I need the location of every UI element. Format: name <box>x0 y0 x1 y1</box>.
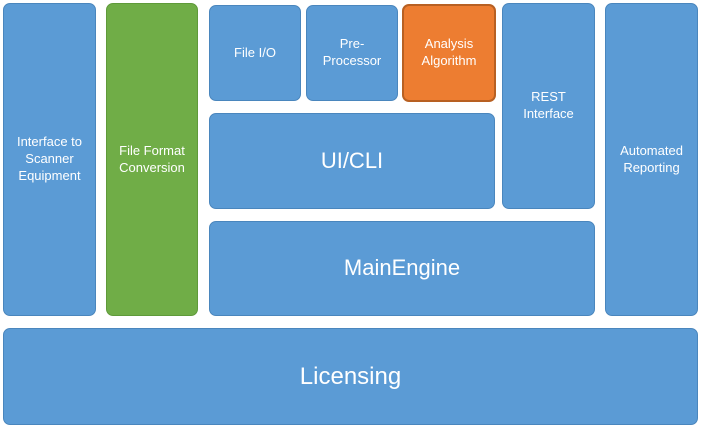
rest-interface-block: REST Interface <box>502 3 595 209</box>
automated-reporting-block: Automated Reporting <box>605 3 698 316</box>
ui-cli-block: UI/CLI <box>209 113 495 209</box>
scanner-interface-block: Interface to Scanner Equipment <box>3 3 96 316</box>
pre-processor-block: Pre- Processor <box>306 5 398 101</box>
licensing-block: Licensing <box>3 328 698 425</box>
file-format-conversion-block: File Format Conversion <box>106 3 198 316</box>
analysis-algorithm-block: Analysis Algorithm <box>402 4 496 102</box>
file-io-block: File I/O <box>209 5 301 101</box>
main-engine-block: MainEngine <box>209 221 595 316</box>
